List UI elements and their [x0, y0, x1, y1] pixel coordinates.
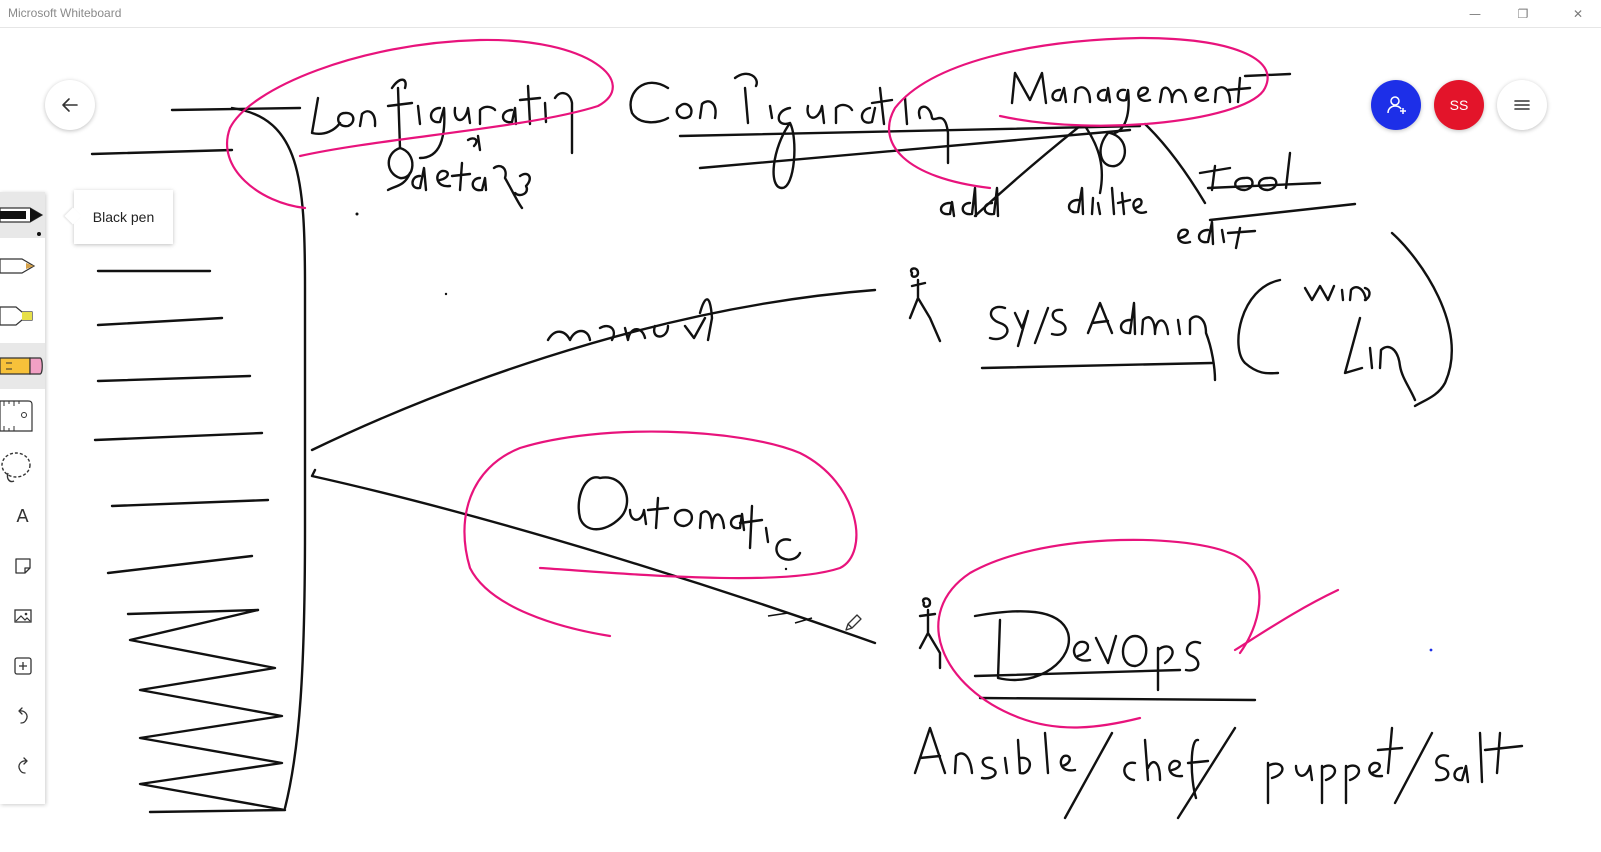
- handwriting-tools-list: Ansible / chef / puppet / salt: [913, 726, 1524, 820]
- lasso-tool[interactable]: [0, 443, 45, 489]
- undo-button[interactable]: [0, 693, 45, 739]
- tooltip-label: Black pen: [92, 209, 155, 225]
- ruler-tool[interactable]: [0, 393, 45, 439]
- yellow-pen-icon: [0, 258, 36, 274]
- close-icon: ✕: [1572, 7, 1584, 21]
- handwriting-tool: tool: [1198, 151, 1357, 222]
- text-tool[interactable]: A: [0, 493, 45, 539]
- highlighter-tool[interactable]: [0, 293, 45, 339]
- handwriting-win-lin: [1237, 231, 1453, 408]
- back-button[interactable]: [45, 80, 95, 130]
- close-button[interactable]: ✕: [1555, 0, 1601, 28]
- ink-layer: manual: [90, 36, 1524, 820]
- undo-icon: [17, 707, 28, 724]
- handwriting-configuration-details: Configuration details: [310, 78, 574, 210]
- yellow-pen-tool[interactable]: [0, 243, 45, 289]
- note-tool[interactable]: [0, 543, 45, 589]
- invite-button[interactable]: [1371, 80, 1421, 130]
- title-bar: Microsoft Whiteboard — ❐ ✕: [0, 0, 1601, 28]
- menu-button[interactable]: [1497, 80, 1547, 130]
- image-icon: [13, 609, 32, 623]
- window-title: Microsoft Whiteboard: [8, 6, 122, 20]
- note-icon: [14, 558, 31, 574]
- inking-toolbar: A: [0, 192, 45, 804]
- handwriting-delete: delete: [1067, 186, 1148, 216]
- whiteboard-canvas[interactable]: manual: [0, 28, 1601, 852]
- handwriting-edit: edit: [1177, 220, 1257, 250]
- tool-tooltip: Black pen: [74, 190, 173, 244]
- black-pen-icon: [0, 207, 44, 236]
- avatar-initials: SS: [1449, 97, 1469, 113]
- black-pen-tool[interactable]: [0, 192, 45, 238]
- highlighter-icon: [0, 306, 33, 326]
- add-person-icon: [1387, 96, 1406, 114]
- handwriting-automatic: Automatic: [577, 476, 802, 561]
- minimize-icon: —: [1469, 7, 1481, 21]
- restore-icon: ❐: [1517, 7, 1529, 21]
- minimize-button[interactable]: —: [1452, 0, 1498, 28]
- handwriting-configuration: [629, 72, 950, 190]
- restore-button[interactable]: ❐: [1500, 0, 1546, 28]
- back-arrow-icon: [62, 98, 78, 112]
- eraser-tool[interactable]: [0, 343, 45, 389]
- handwriting-devops: DevOps: [973, 610, 1257, 702]
- redo-icon: [17, 757, 28, 774]
- plus-icon: [13, 657, 32, 675]
- redo-button[interactable]: [0, 743, 45, 789]
- eraser-icon: [0, 357, 43, 375]
- hamburger-icon: [1514, 100, 1530, 110]
- lasso-icon: [1, 452, 31, 483]
- text-icon: A: [16, 505, 29, 527]
- pencil-cursor-icon: [842, 612, 864, 639]
- avatar[interactable]: SS: [1434, 80, 1484, 130]
- handwriting-management: [1010, 71, 1292, 135]
- handwriting-manual: manual: [546, 298, 714, 342]
- image-tool[interactable]: [0, 593, 45, 639]
- handwriting-add: add: [939, 186, 1000, 218]
- ruler-icon: [0, 400, 33, 432]
- add-tool[interactable]: [0, 643, 45, 689]
- handwriting-sys-admin: Sys Admin: [980, 301, 1217, 382]
